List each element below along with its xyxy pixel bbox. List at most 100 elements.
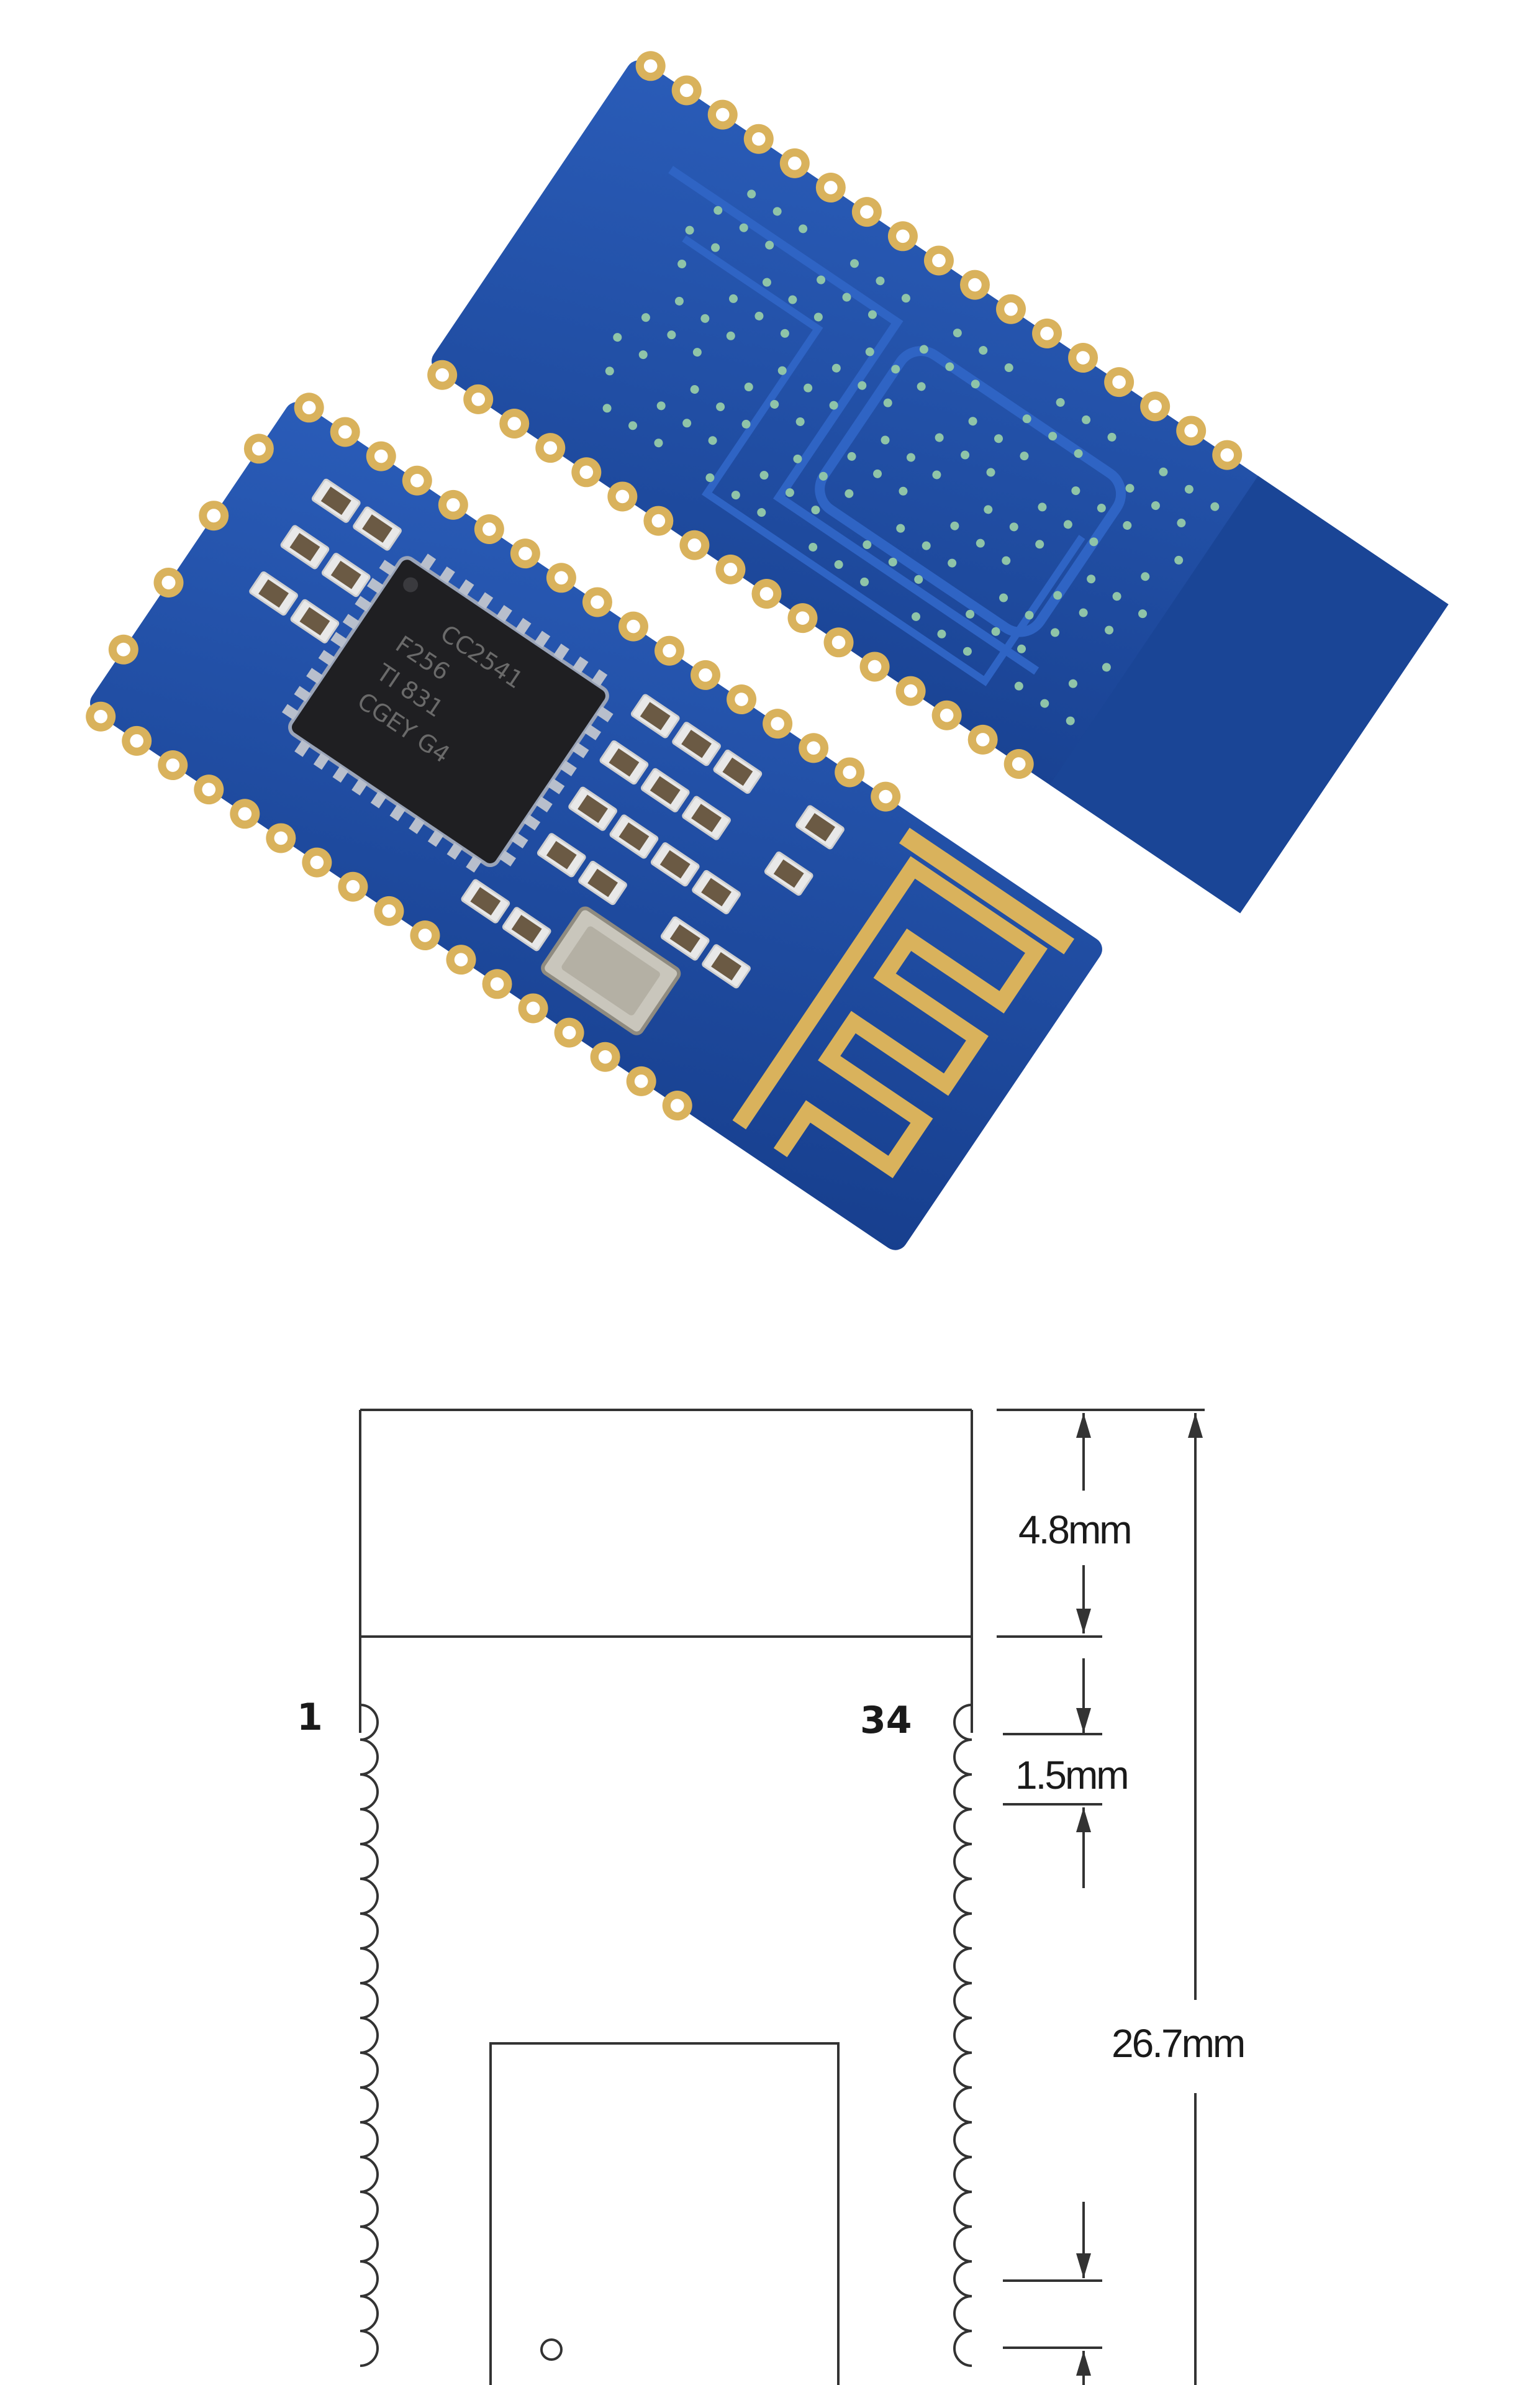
antenna-area bbox=[1049, 476, 1449, 914]
chip-leg bbox=[572, 656, 589, 674]
via-hole bbox=[986, 468, 995, 477]
via-hole bbox=[772, 207, 782, 216]
pad-hole bbox=[274, 831, 288, 845]
smd-body bbox=[587, 868, 618, 897]
via-hole bbox=[1174, 555, 1184, 565]
via-hole bbox=[899, 486, 908, 496]
via-hole bbox=[1035, 540, 1044, 549]
pad-hole bbox=[526, 1001, 540, 1015]
smd-body bbox=[681, 729, 712, 758]
via-hole bbox=[976, 538, 985, 548]
via-hole bbox=[953, 329, 962, 338]
pad-hole bbox=[94, 709, 107, 724]
smd-body bbox=[609, 748, 640, 777]
chip-leg bbox=[306, 668, 324, 684]
pad-hole bbox=[1220, 448, 1234, 462]
pad-hole bbox=[238, 807, 252, 821]
via-hole bbox=[1038, 502, 1047, 512]
pad-hole bbox=[940, 708, 954, 722]
pad-hole bbox=[771, 717, 784, 730]
castellated-pads-top bbox=[635, 51, 1243, 470]
chip-leg bbox=[294, 686, 311, 702]
via-hole bbox=[811, 506, 820, 515]
via-hole bbox=[896, 524, 905, 533]
chip-leg bbox=[534, 630, 551, 648]
via-hole bbox=[999, 593, 1008, 602]
pad-hole bbox=[759, 587, 774, 601]
via-hole bbox=[785, 488, 794, 497]
via-hole bbox=[1056, 398, 1065, 407]
pad-hole bbox=[824, 181, 838, 194]
via-hole bbox=[762, 278, 771, 287]
via-hole bbox=[901, 294, 910, 303]
via-hole bbox=[917, 382, 926, 391]
smd-components bbox=[249, 478, 845, 989]
via-hole bbox=[795, 417, 805, 426]
pad-hole bbox=[831, 635, 846, 650]
chip-leg bbox=[389, 804, 406, 822]
smd-body bbox=[546, 841, 577, 870]
chip-leg bbox=[420, 553, 437, 571]
via-hole bbox=[906, 453, 915, 462]
via-hole bbox=[912, 612, 921, 621]
arrow-down bbox=[1076, 1609, 1091, 1633]
via-hole bbox=[842, 293, 851, 302]
pad-hole bbox=[446, 498, 460, 512]
via-hole bbox=[831, 363, 841, 373]
via-hole bbox=[685, 225, 694, 235]
chip-leg bbox=[548, 778, 565, 794]
via-hole bbox=[829, 401, 838, 410]
pad-hole bbox=[867, 660, 882, 674]
pad-hole bbox=[1040, 327, 1054, 340]
via-hole bbox=[966, 609, 975, 619]
left-pin-outline bbox=[360, 1704, 379, 2367]
arrow-up bbox=[1076, 1413, 1091, 1438]
smd-body bbox=[330, 560, 361, 589]
chip-leg bbox=[330, 632, 348, 648]
pad-hole bbox=[435, 368, 449, 382]
via-hole bbox=[808, 542, 818, 552]
chip-leg bbox=[427, 830, 444, 847]
pad-hole bbox=[670, 1099, 684, 1112]
via-hole bbox=[937, 629, 946, 638]
pad-hole bbox=[663, 643, 676, 658]
via-hole bbox=[1151, 501, 1160, 511]
via-hole bbox=[922, 541, 931, 550]
via-hole bbox=[777, 366, 787, 375]
chip-leg bbox=[515, 617, 532, 635]
via-hole bbox=[948, 558, 957, 568]
via-hole bbox=[1022, 414, 1031, 424]
pad-hole bbox=[976, 733, 990, 747]
via-hole bbox=[817, 275, 826, 284]
via-hole bbox=[708, 436, 717, 445]
arrow-up bbox=[1188, 1413, 1203, 1438]
castellated-pads-left bbox=[108, 434, 274, 665]
via-hole bbox=[1112, 592, 1121, 601]
chip-leg bbox=[511, 832, 528, 848]
via-hole bbox=[757, 508, 766, 517]
via-hole bbox=[770, 399, 779, 409]
dimension-arrows bbox=[1076, 1413, 1203, 2376]
via-hole bbox=[677, 259, 687, 268]
pad-hole bbox=[687, 538, 702, 552]
castellated-pads-bottom bbox=[427, 360, 1034, 779]
via-hole bbox=[873, 469, 882, 478]
smd-body bbox=[618, 822, 650, 851]
via-hole bbox=[914, 575, 923, 584]
via-hole bbox=[1087, 575, 1096, 584]
pad-hole bbox=[310, 855, 324, 870]
castellated-pads-top bbox=[294, 393, 901, 812]
pad-hole bbox=[591, 595, 604, 609]
chip-leg bbox=[332, 765, 349, 783]
via-hole bbox=[1050, 628, 1059, 637]
via-hole bbox=[847, 452, 856, 461]
via-hole bbox=[731, 491, 740, 500]
via-hole bbox=[994, 434, 1003, 443]
via-hole bbox=[935, 433, 944, 442]
pad-hole bbox=[788, 157, 802, 170]
chip-leg bbox=[535, 796, 553, 812]
pad-hole bbox=[374, 449, 388, 463]
pad-hole bbox=[1184, 424, 1198, 438]
via-hole bbox=[1177, 519, 1186, 528]
